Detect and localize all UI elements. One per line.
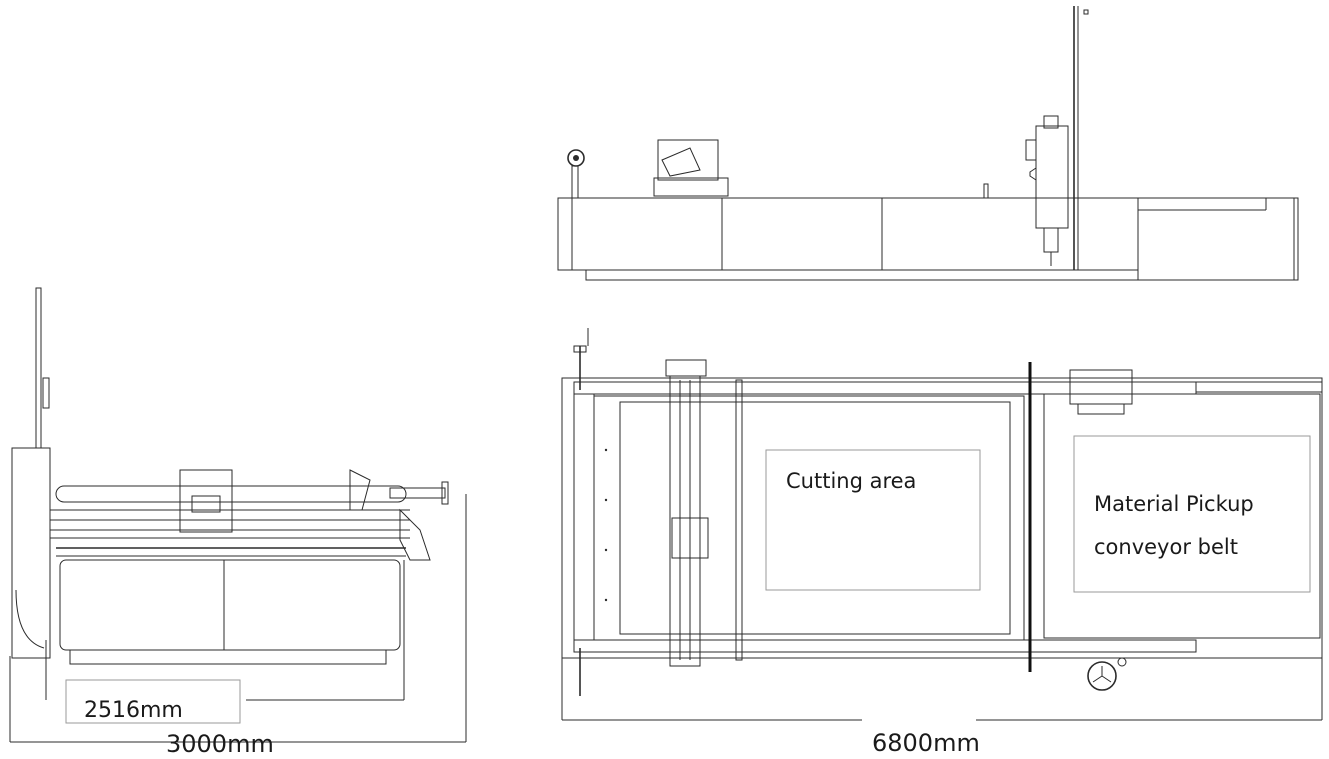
front-mast-bracket xyxy=(42,377,50,409)
pickup-label-line2: conveyor belt xyxy=(1094,535,1238,559)
side-view xyxy=(557,6,1299,281)
side-table-base xyxy=(585,269,1139,281)
front-body xyxy=(59,559,401,651)
front-inner-dim-label: 2516mm xyxy=(84,698,183,723)
front-view: 2516mm 3000mm xyxy=(9,287,467,758)
cutting-area-label: Cutting area xyxy=(786,469,916,493)
top-view: Cutting area Material Pickup conveyor be… xyxy=(561,328,1323,757)
top-cutting-table xyxy=(593,395,1025,641)
side-cutting-head xyxy=(1035,125,1069,229)
front-handle-shaft xyxy=(389,487,446,499)
top-total-dim-label: 6800mm xyxy=(872,729,980,757)
top-conveyor-wheel xyxy=(1087,661,1117,691)
front-inner-dim-box xyxy=(65,679,241,724)
top-conveyor xyxy=(1043,393,1321,639)
top-rail-upper xyxy=(573,381,1197,395)
side-control-box xyxy=(657,139,719,181)
front-handle-knob xyxy=(441,481,449,505)
pickup-label-line1: Material Pickup xyxy=(1094,492,1254,516)
front-total-dim-label: 3000mm xyxy=(166,730,274,758)
front-mast xyxy=(35,287,42,449)
cutting-area-box xyxy=(765,449,981,591)
top-gantry-beam xyxy=(669,375,701,667)
front-side-curve xyxy=(15,589,45,649)
front-base xyxy=(69,649,387,665)
side-cutting-tool xyxy=(1043,227,1059,253)
front-top-roller xyxy=(55,485,407,503)
front-right-bracket xyxy=(399,508,431,561)
top-rail-lower xyxy=(573,639,1197,653)
top-gantry-head xyxy=(665,359,707,377)
front-lid xyxy=(349,469,371,511)
front-carriage-window xyxy=(191,495,221,513)
front-carriage xyxy=(179,469,233,533)
top-cutting-head xyxy=(671,517,709,559)
side-conveyor xyxy=(1137,197,1299,281)
pickup-area-box xyxy=(1073,435,1311,593)
side-roll-post xyxy=(571,165,579,199)
front-side-panel xyxy=(11,447,51,659)
top-conveyor-box xyxy=(1069,369,1133,405)
side-control-base xyxy=(653,177,729,197)
top-table-outline xyxy=(561,377,1323,659)
